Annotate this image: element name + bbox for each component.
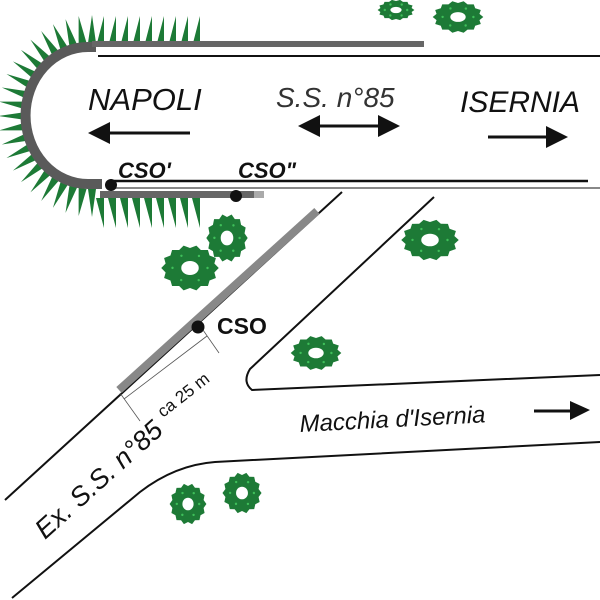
hatch-tooth bbox=[0, 122, 28, 131]
hatch-tooth bbox=[41, 31, 60, 57]
hatch-tooth bbox=[1, 132, 30, 145]
ex-ss85-barrier bbox=[116, 208, 320, 393]
tree-icon bbox=[161, 245, 219, 291]
label-distance: ca 25 m bbox=[154, 369, 213, 421]
label-macchia: Macchia d'Isernia bbox=[299, 401, 486, 438]
cso-point bbox=[191, 320, 205, 334]
lower-barrier bbox=[100, 191, 256, 198]
tree-icon bbox=[222, 472, 262, 514]
hatch-tooth bbox=[65, 19, 78, 48]
hatch-tooth bbox=[180, 198, 188, 228]
label-cso-prime: CSO' bbox=[118, 158, 172, 183]
hatch-tooth bbox=[96, 198, 104, 228]
hatch-tooth bbox=[156, 198, 164, 228]
hatch-tooth bbox=[52, 180, 69, 208]
tree-icon bbox=[432, 1, 484, 33]
hatch-tooth bbox=[88, 189, 96, 217]
label-isernia: ISERNIA bbox=[460, 86, 580, 119]
hatch-tooth bbox=[156, 16, 164, 47]
cso-prime-point bbox=[105, 179, 117, 191]
label-cso: CSO bbox=[217, 313, 267, 339]
label-napoli: NAPOLI bbox=[88, 82, 202, 117]
hatch-tooth bbox=[88, 15, 96, 43]
hatch-tooth bbox=[132, 16, 140, 47]
hatch-tooth bbox=[108, 16, 116, 47]
tree-icon bbox=[377, 0, 415, 21]
distance-dimension bbox=[119, 329, 220, 422]
hatch-tooth bbox=[0, 112, 26, 120]
hatch-tooth bbox=[78, 187, 87, 216]
tree-icon bbox=[290, 336, 342, 370]
arrow-left-napoli bbox=[88, 122, 190, 144]
ex-ss85-edge-right bbox=[11, 441, 600, 599]
arrow-right-isernia bbox=[488, 126, 568, 148]
hatch-tooth bbox=[96, 16, 104, 47]
hatch-tooth bbox=[0, 101, 28, 110]
trees bbox=[161, 0, 484, 525]
hatch-tooth bbox=[108, 198, 116, 228]
label-ss85: S.S. n°85 bbox=[276, 82, 395, 113]
hatch-tooth bbox=[180, 16, 188, 47]
label-cso-double-prime: CSO" bbox=[238, 158, 297, 183]
curve-barrier bbox=[20, 42, 102, 189]
hatch-tooth bbox=[132, 198, 140, 228]
hatch-tooth bbox=[41, 175, 60, 201]
hatch-tooth bbox=[20, 160, 45, 183]
lower-barrier-end bbox=[254, 191, 264, 198]
hatch-tooth bbox=[192, 198, 200, 228]
hatch-tooth bbox=[168, 16, 176, 47]
hatch-tooth bbox=[120, 198, 128, 228]
hatch-tooth bbox=[30, 168, 52, 193]
hatch-tooth bbox=[144, 198, 152, 228]
traffic-island bbox=[245, 196, 600, 392]
hatch-tooth bbox=[78, 16, 87, 45]
hatch-tooth bbox=[192, 16, 200, 47]
arrow-right-macchia bbox=[534, 401, 590, 420]
tree-icon bbox=[169, 483, 207, 525]
hatch-tooth bbox=[168, 198, 176, 228]
arrow-both-ss85 bbox=[298, 115, 400, 137]
hatch-tooth bbox=[120, 16, 128, 47]
tree-icon bbox=[206, 214, 248, 262]
hatch-tooth bbox=[52, 24, 69, 52]
cso-double-prime-point bbox=[230, 190, 242, 202]
embankment-hatching bbox=[0, 15, 200, 228]
hatch-tooth bbox=[144, 16, 152, 47]
tree-icon bbox=[401, 219, 459, 261]
hatch-tooth bbox=[65, 184, 78, 213]
